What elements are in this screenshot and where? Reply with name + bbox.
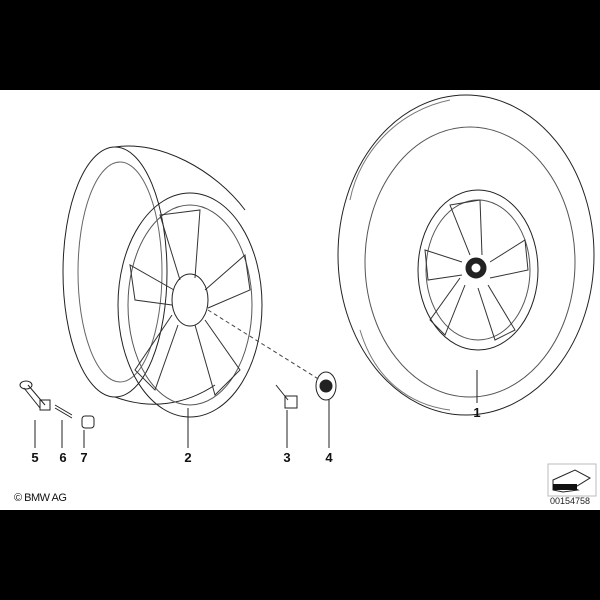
hub-cap <box>315 371 337 401</box>
alloy-rim <box>62 145 263 418</box>
diagram-area <box>0 90 600 510</box>
part-label-4[interactable]: 4 <box>325 450 333 465</box>
part-label-5[interactable]: 5 <box>31 450 39 465</box>
complete-wheel <box>337 94 595 416</box>
part-label-7[interactable]: 7 <box>80 450 88 465</box>
arrow-down-left-icon[interactable] <box>547 463 597 497</box>
wheel-bolt <box>275 384 298 409</box>
valve-stem <box>19 380 51 411</box>
part-label-6[interactable]: 6 <box>59 450 67 465</box>
part-label-1[interactable]: 1 <box>473 405 481 420</box>
valve-cap <box>81 415 95 429</box>
part-label-3[interactable]: 3 <box>283 450 291 465</box>
valve-core <box>54 404 73 419</box>
leader-lines <box>34 370 478 448</box>
copyright: © BMW AG <box>14 492 67 504</box>
document-number: 00154758 <box>550 496 591 506</box>
part-label-2[interactable]: 2 <box>184 450 192 465</box>
